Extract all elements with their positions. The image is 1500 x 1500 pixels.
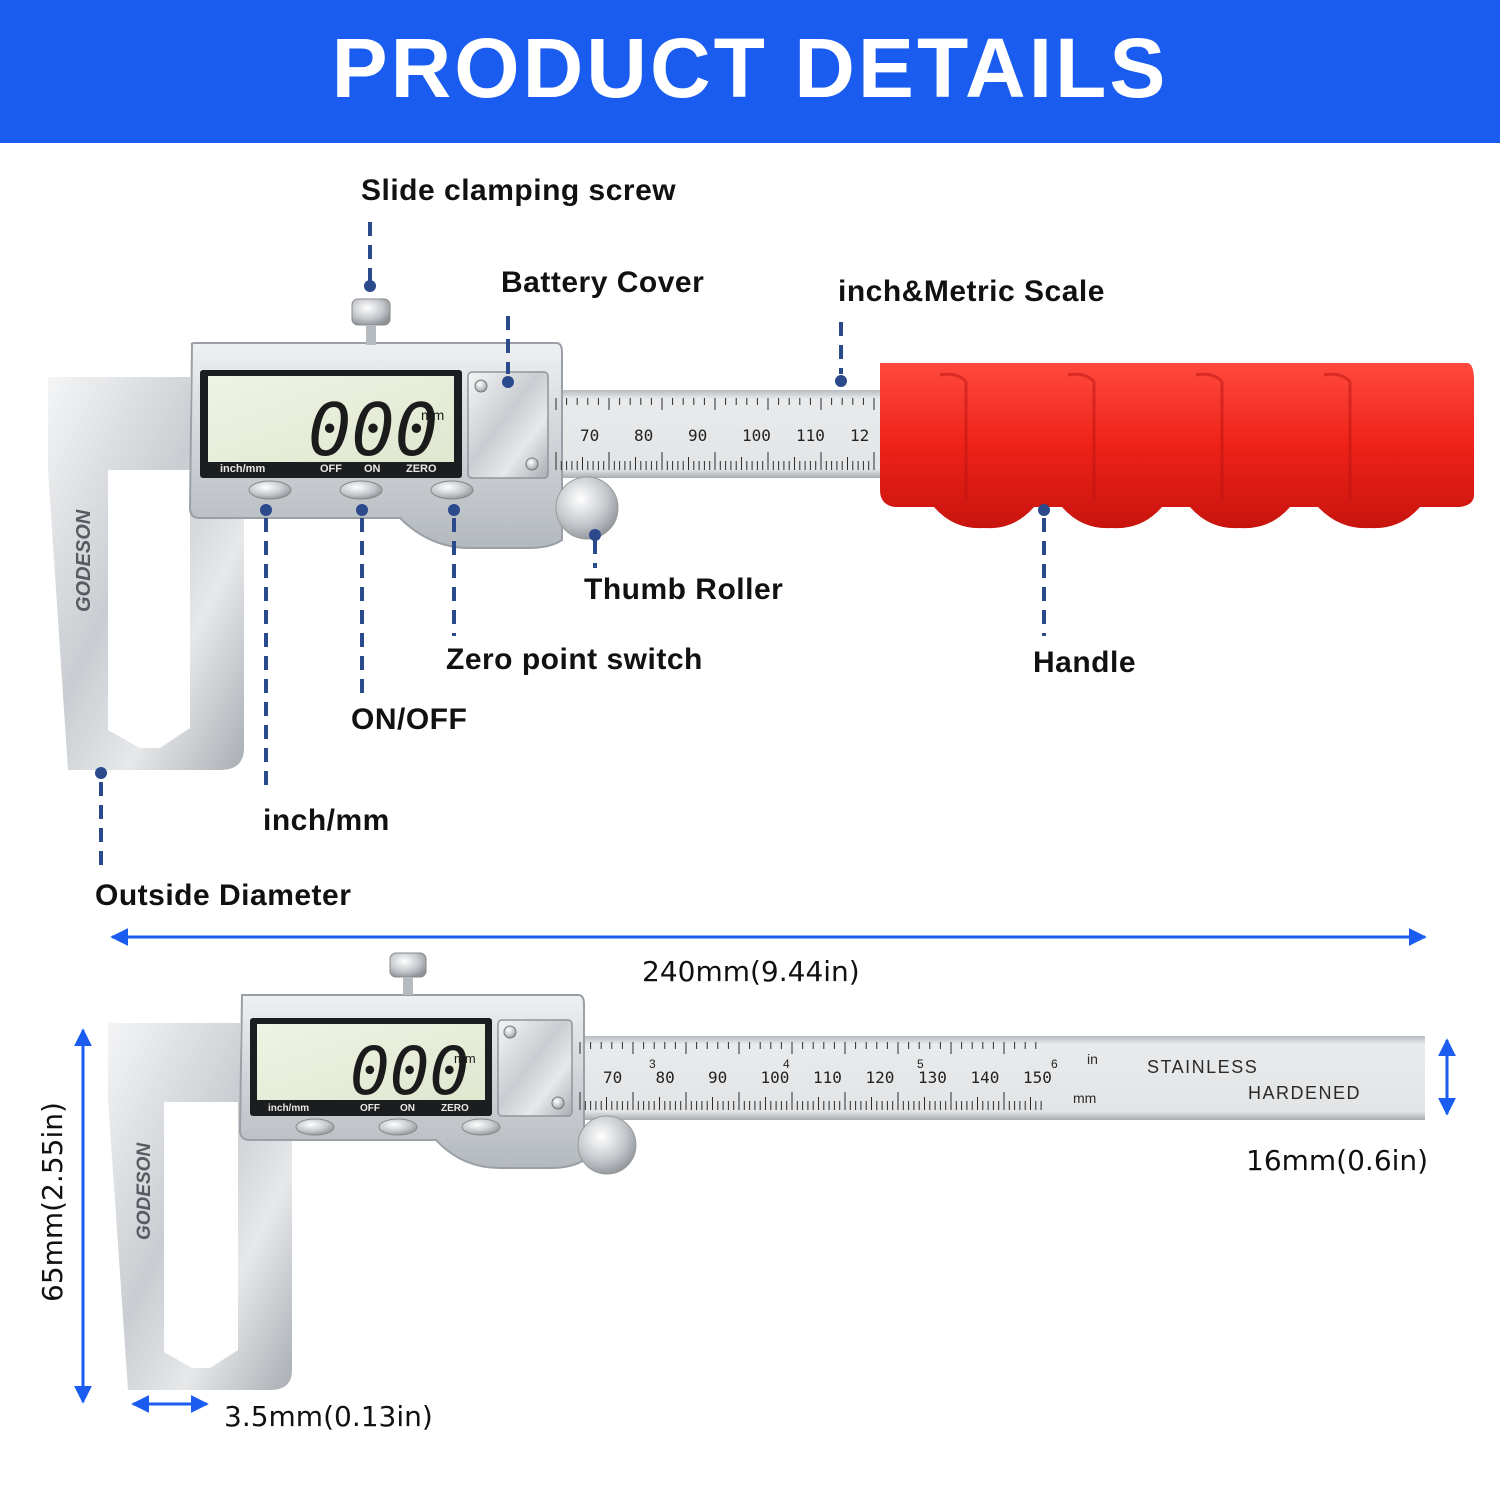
beam-unit-in: in	[1087, 1051, 1098, 1067]
header-banner: PRODUCT DETAILS	[0, 0, 1500, 143]
label-thumb-roller: Thumb Roller	[584, 573, 784, 606]
scale-bottom-label: 150	[1023, 1068, 1052, 1087]
scale-bottom-label: 140	[971, 1068, 1000, 1087]
dim-height: 65mm(2.55in)	[36, 1102, 69, 1302]
clamp-screw-bottom	[389, 952, 427, 978]
label-battery-cover: Battery Cover	[501, 266, 705, 299]
lcd-btn-label-on-bottom: ON	[400, 1103, 415, 1114]
caliper-top	[48, 298, 1474, 770]
button-on-off-top	[339, 480, 383, 500]
button-zero-top	[430, 480, 474, 500]
beam-stamp-stainless: STAINLESS	[1147, 1057, 1258, 1077]
scale-bottom-inch-label: 4	[783, 1057, 790, 1071]
scale-bottom-label: 130	[918, 1068, 947, 1087]
scale-bottom-label: 80	[656, 1068, 675, 1087]
brand-logo-bottom: GODESON	[134, 1142, 155, 1240]
lcd-unit-bottom: mm	[454, 1051, 476, 1066]
label-slide-clamping-screw: Slide clamping screw	[361, 174, 677, 207]
dim-beam-width: 16mm(0.6in)	[1246, 1144, 1429, 1177]
label-zero-point-switch: Zero point switch	[446, 643, 703, 676]
lcd-btn-label-off-bottom: OFF	[360, 1103, 380, 1114]
lcd-screen-top	[208, 376, 454, 462]
beam-unit-mm: mm	[1073, 1090, 1096, 1106]
scale-bottom-inch-label: 6	[1051, 1057, 1058, 1071]
dim-tip-thickness: 3.5mm(0.13in)	[224, 1400, 433, 1433]
scale-bottom-inch-label: 5	[917, 1057, 924, 1071]
scale-top-label: 110	[796, 426, 825, 445]
scale-bottom-label: 110	[813, 1068, 842, 1087]
label-outside-diameter: Outside Diameter	[95, 879, 352, 912]
scale-top-label: 80	[634, 426, 653, 445]
label-inch-metric-scale: inch&Metric Scale	[838, 275, 1105, 308]
scale-bottom-label: 120	[866, 1068, 895, 1087]
scale-bottom-label: 100	[761, 1068, 790, 1087]
dim-total-length: 240mm(9.44in)	[642, 955, 860, 988]
thumb-roller-top	[555, 476, 619, 540]
caliper-bottom	[108, 952, 1425, 1390]
lcd-btn-label-on-top: ON	[364, 463, 381, 475]
label-on-off: ON/OFF	[351, 703, 468, 736]
scale-top-label: 100	[742, 426, 771, 445]
lcd-btn-label-off-top: OFF	[320, 463, 342, 475]
lcd-btn-label-zero-top: ZERO	[406, 463, 437, 475]
lcd-value-top: 000	[308, 388, 438, 472]
scale-ticks-bottom	[579, 1042, 1042, 1110]
scale-bottom-label: 90	[708, 1068, 727, 1087]
leader-dots	[95, 280, 1050, 779]
beam-top	[552, 390, 892, 478]
lcd-btn-label-zero-bottom: ZERO	[441, 1103, 469, 1114]
dimension-arrows	[74, 928, 1456, 1413]
button-zero-bottom	[461, 1118, 501, 1136]
label-inch-mm: inch/mm	[263, 804, 390, 837]
lcd-value-bottom: 000	[350, 1033, 469, 1110]
button-on-off-bottom	[378, 1118, 418, 1136]
leader-lines	[99, 222, 1046, 868]
button-inch-mm-top	[248, 480, 292, 500]
label-handle: Handle	[1033, 646, 1137, 679]
scale-labels-bottom: 70 80 90 100 110 120 130 140 150 3 4 5 6	[603, 1057, 1058, 1087]
scale-ticks-top	[555, 398, 875, 470]
lcd-btn-label-inch-mm-top: inch/mm	[220, 463, 265, 475]
clamp-screw-top	[351, 298, 391, 326]
beam-stamp-hardened: HARDENED	[1248, 1083, 1361, 1103]
lcd-btn-label-inch-mm-bottom: inch/mm	[268, 1103, 309, 1114]
lcd-unit-top: mm	[421, 407, 444, 423]
brand-logo-top: GODESON	[73, 509, 95, 612]
scale-labels-top: 70 80 90 100 110 12	[580, 426, 869, 445]
handle-grip	[880, 363, 1474, 529]
beam-bottom	[575, 1036, 1425, 1120]
button-inch-mm-bottom	[295, 1118, 335, 1136]
thumb-roller-bottom	[577, 1115, 637, 1175]
page-title: PRODUCT DETAILS	[331, 21, 1169, 115]
scale-bottom-label: 70	[603, 1068, 622, 1087]
scale-top-label: 12	[850, 426, 869, 445]
scale-bottom-inch-label: 3	[649, 1057, 656, 1071]
lcd-screen-bottom	[257, 1024, 485, 1100]
scale-top-label: 70	[580, 426, 599, 445]
scale-top-label: 90	[688, 426, 707, 445]
battery-cover-bottom	[497, 1019, 573, 1117]
